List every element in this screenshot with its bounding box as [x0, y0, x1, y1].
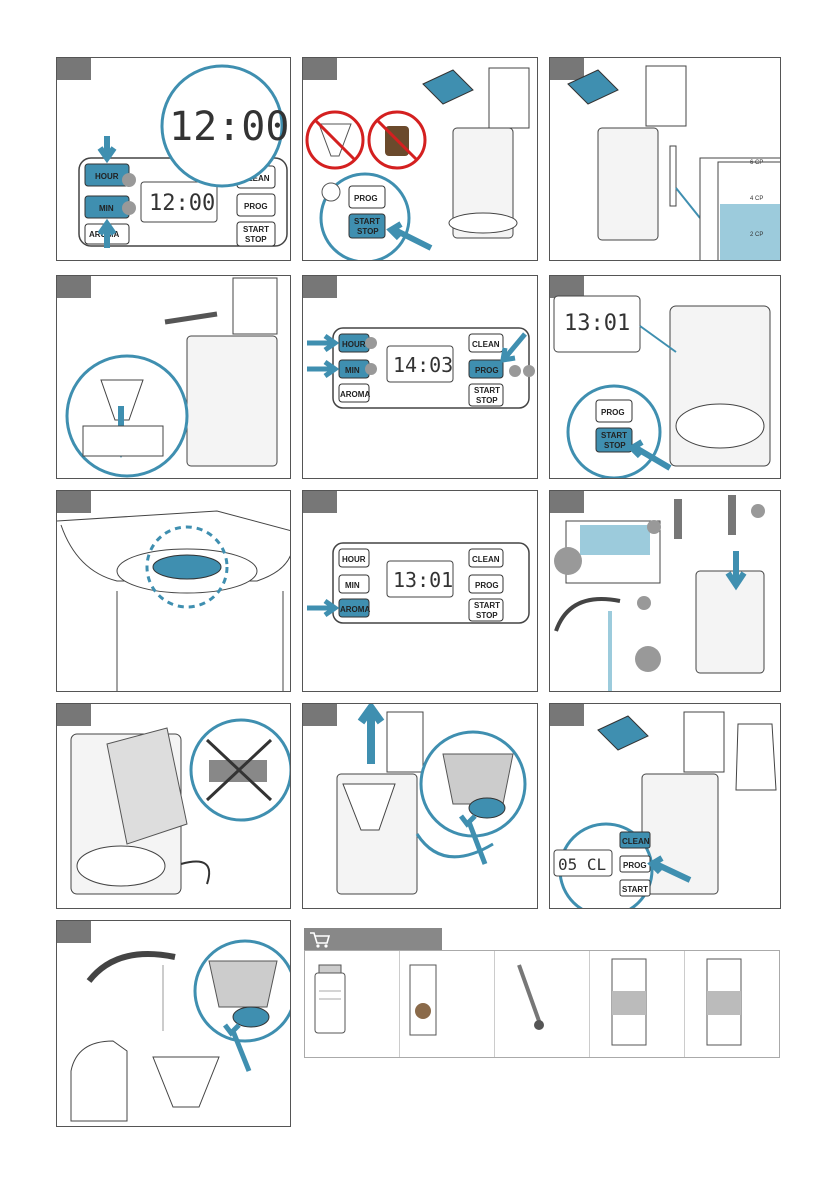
descaling-illustration: 05 CL CLEAN PROG START — [550, 704, 781, 909]
prog-button-label: PROG — [475, 366, 499, 375]
start-button-label: START — [474, 601, 500, 610]
cleaning-warning-illustration — [57, 704, 291, 909]
start-button-label: START — [601, 431, 627, 440]
clean-button-label: CLEAN — [622, 837, 650, 846]
cup-mark-top: 6 CP — [750, 160, 763, 166]
filter-box-icon — [685, 951, 779, 1055]
small-display-time: 12:00 — [149, 191, 215, 216]
stop-button-label: STOP — [604, 441, 626, 450]
sparkle-icon — [322, 183, 340, 201]
hour-button-label: HOUR — [342, 555, 366, 564]
accessory-filter-box-1[interactable] — [590, 951, 685, 1057]
accessories-header — [304, 928, 442, 950]
program-start-illustration: 13:01 PROG START STOP — [550, 276, 781, 479]
water-fill-illustration: 6 CP 4 CP 2 CP — [550, 58, 781, 261]
accessories-section — [304, 928, 780, 1062]
start-button-label: START — [474, 386, 500, 395]
set-timer-control-panel: HOUR MIN AROMA 14:03 CLEAN PROG START ST… — [303, 276, 538, 479]
shopping-cart-icon — [304, 928, 334, 950]
filter-insert-illustration — [57, 276, 291, 479]
step-panel-5: HOUR MIN AROMA 14:03 CLEAN PROG START ST… — [302, 275, 538, 479]
min-button-label: MIN — [99, 204, 114, 213]
accessories-grid — [304, 950, 780, 1058]
drip-stop-illustration — [57, 491, 291, 692]
step-panel-4 — [56, 275, 291, 479]
stop-button-label: STOP — [357, 227, 379, 236]
accessory-filter-box-2[interactable] — [685, 951, 779, 1057]
kit-icon — [400, 951, 494, 1055]
water-filter-icon — [495, 951, 589, 1055]
stop-button-label: STOP — [476, 396, 498, 405]
bottle-icon — [305, 951, 399, 1055]
stop-button-label: STOP — [245, 235, 267, 244]
clean-button-label: CLEAN — [472, 555, 500, 564]
zoomed-display-time: 12:00 — [169, 104, 289, 150]
brew-illustration: PROG START STOP — [303, 58, 538, 261]
descaler-bottle-icon — [736, 724, 776, 790]
prog-button-label: PROG — [601, 408, 625, 417]
cup-mark-bottom: 2 CP — [750, 232, 763, 238]
step-panel-10 — [56, 703, 291, 909]
step-panel-6: 13:01 PROG START STOP — [549, 275, 781, 479]
display-time: 14:03 — [393, 353, 453, 377]
step-panel-12: 05 CL CLEAN PROG START — [549, 703, 781, 909]
clean-button-label: CLEAN — [472, 340, 500, 349]
accessory-water-filter[interactable] — [495, 951, 590, 1057]
display-time: 13:01 — [393, 568, 453, 592]
prog-button-label: PROG — [354, 194, 378, 203]
aroma-control-panel: HOUR MIN AROMA 13:01 CLEAN PROG START ST… — [303, 491, 538, 692]
filter-box-icon — [590, 951, 684, 1055]
prog-button-label: PROG — [623, 861, 647, 870]
display-time: 13:01 — [564, 311, 630, 336]
control-panel-illustration: HOUR MIN AROMA 12:00 CLEAN PROG START ST… — [57, 58, 291, 261]
water-filter-illustration — [550, 491, 781, 692]
accessory-descaler-bottle[interactable] — [305, 951, 400, 1057]
step-panel-11 — [302, 703, 538, 909]
aroma-button-label: AROMA — [340, 605, 370, 614]
start-button-label: START — [243, 225, 269, 234]
prog-button-label: PROG — [475, 581, 499, 590]
step-panel-2: PROG START STOP — [302, 57, 538, 261]
hour-button-label: HOUR — [95, 172, 119, 181]
step-panel-8: HOUR MIN AROMA 13:01 CLEAN PROG START ST… — [302, 490, 538, 692]
display-descale-code: 05 CL — [558, 855, 606, 874]
step-panel-9 — [549, 490, 781, 692]
aroma-button-label: AROMA — [340, 390, 370, 399]
rinse-illustration — [57, 921, 291, 1127]
prog-button-label: PROG — [244, 202, 268, 211]
step-panel-1: HOUR MIN AROMA 12:00 CLEAN PROG START ST… — [56, 57, 291, 261]
start-button-label: START — [622, 885, 648, 894]
hour-button-label: HOUR — [342, 340, 366, 349]
step-panel-7 — [56, 490, 291, 692]
filter-remove-illustration — [303, 704, 538, 909]
stop-button-label: STOP — [476, 611, 498, 620]
accessory-descaling-kit[interactable] — [400, 951, 495, 1057]
start-button-label: START — [354, 217, 380, 226]
step-panel-13 — [56, 920, 291, 1127]
min-button-label: MIN — [345, 581, 360, 590]
step-panel-3: 6 CP 4 CP 2 CP — [549, 57, 781, 261]
cup-mark-mid: 4 CP — [750, 196, 763, 202]
min-button-label: MIN — [345, 366, 360, 375]
